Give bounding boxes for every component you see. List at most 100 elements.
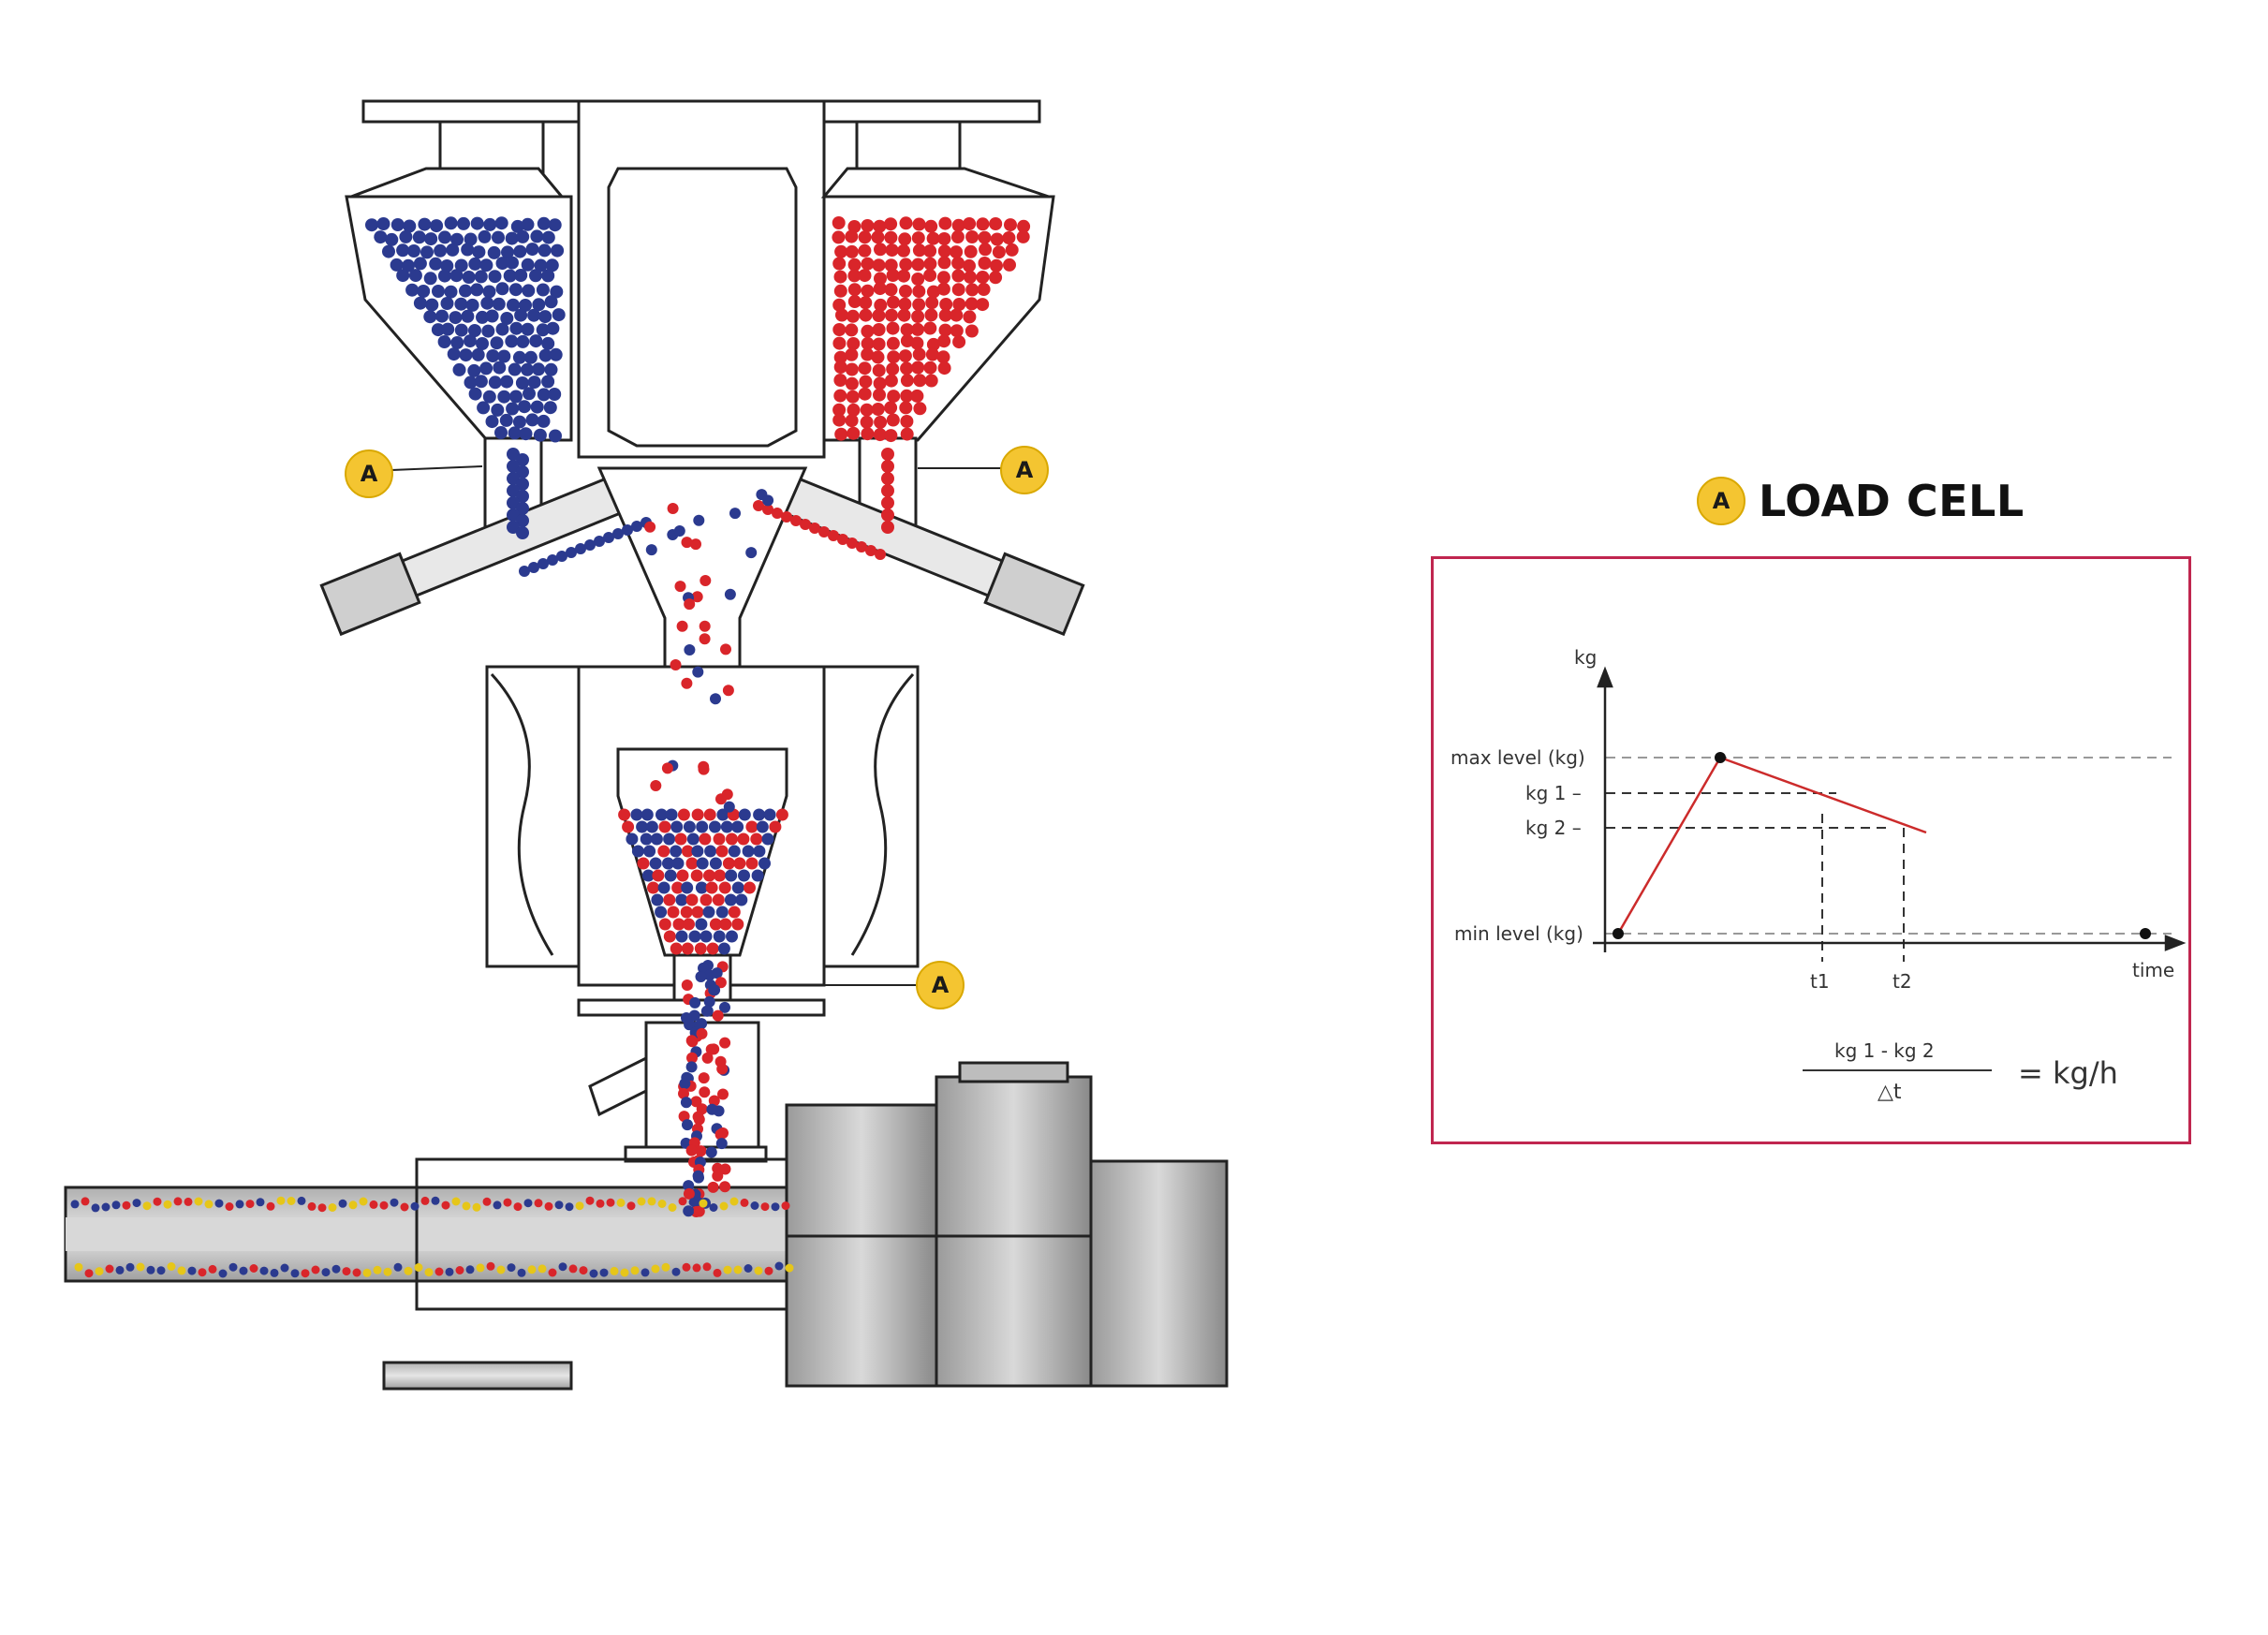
granule [228,1262,238,1272]
granule [833,270,847,284]
formula-result: = kg/h [2018,1055,2118,1091]
granule [733,1265,743,1274]
granule [525,243,539,257]
granule [512,350,526,364]
granule [156,1266,166,1275]
granule [462,271,476,284]
granule [710,693,721,705]
granule [547,554,558,566]
granule [924,308,938,322]
granule [497,349,511,363]
granule [809,523,820,534]
granule [111,1200,121,1210]
granule [963,258,976,272]
granule [731,820,744,833]
granule [847,220,862,233]
granule [754,1266,763,1275]
granule [923,321,937,335]
granule [470,283,484,297]
granule [280,1263,289,1273]
granule [800,519,811,530]
granule [897,308,911,322]
granule [652,869,665,882]
granule [424,232,438,246]
granule [703,869,715,882]
granule [716,808,729,821]
granule [912,243,926,258]
granule [818,526,830,538]
granule [847,295,862,308]
granule [899,258,913,272]
granule [239,1266,248,1275]
granule [556,551,567,562]
granule [413,257,427,271]
granule [528,562,539,573]
granule [657,881,670,894]
granule [738,869,750,882]
granule [740,1198,749,1207]
granule [756,820,769,833]
granule [259,1266,269,1275]
granule [881,448,894,461]
granule [438,230,451,244]
granule [509,321,523,335]
granule [645,544,657,556]
granule [450,336,464,349]
granule [177,1266,186,1275]
granule [885,308,898,322]
granule [402,258,415,272]
granule [393,1262,403,1272]
granule [861,336,875,350]
granule [861,284,875,298]
granule [459,284,472,298]
granule [707,1181,719,1193]
granule [198,1268,207,1277]
granule [989,217,1003,230]
granule [705,1146,717,1158]
granule [516,478,529,491]
granule [667,503,679,514]
granule [566,547,577,558]
granule [390,258,404,272]
granule [696,857,709,870]
granule [471,347,485,361]
granule [872,363,886,377]
granule [951,257,965,270]
granule [468,324,481,337]
granule [670,820,684,833]
granule [645,820,658,833]
granule [342,1267,351,1276]
granule [976,298,990,312]
granule [311,1265,320,1274]
granule [684,598,696,611]
granule [693,1171,704,1184]
granule [417,285,431,298]
granule [871,403,885,416]
granule [700,930,713,943]
granule [856,541,867,552]
granule [459,348,473,362]
granule [541,375,555,389]
granule [662,857,674,870]
granule [683,1205,695,1217]
granule [544,362,558,376]
granule [549,347,563,361]
extruder-barrel [64,1157,798,1311]
granule-particles [70,216,1031,1278]
granule [874,415,888,429]
granule [911,322,924,336]
granule [266,1201,275,1211]
granule [924,374,938,388]
granule [494,426,508,439]
granule [729,508,741,520]
granule [525,413,539,427]
granule [454,323,468,337]
granule [546,321,560,335]
granule [434,1267,444,1276]
granule [626,1201,636,1211]
granule [663,893,676,906]
granule [750,832,763,846]
granule [449,311,463,325]
load-cell-heading: A LOAD CELL [1697,476,2025,526]
granule [492,297,506,311]
